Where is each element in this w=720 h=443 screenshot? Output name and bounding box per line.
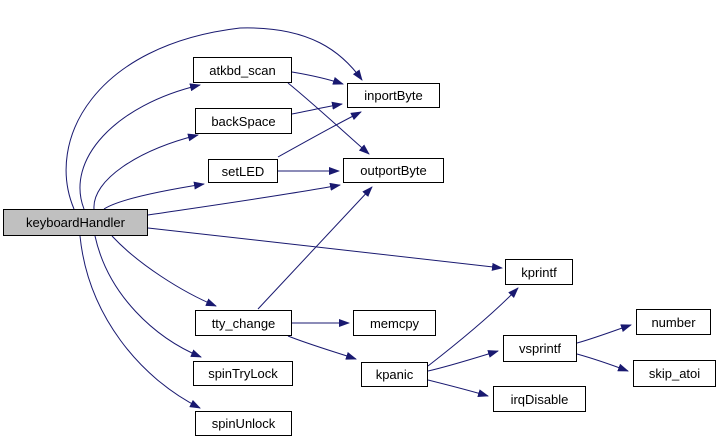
edge-keyboardHandler-spinTryLock [94, 235, 202, 358]
node-tty_change[interactable]: tty_change [195, 310, 292, 336]
node-label-atkbd_scan: atkbd_scan [209, 62, 276, 78]
edge-tty_change-outportByte [257, 186, 373, 310]
node-kpanic[interactable]: kpanic [361, 362, 428, 387]
node-keyboardHandler: keyboardHandler [3, 209, 148, 236]
edge-setLED-inportByte [277, 111, 362, 158]
node-setLED[interactable]: setLED [208, 159, 278, 183]
node-atkbd_scan[interactable]: atkbd_scan [193, 57, 292, 83]
edge-atkbd_scan-inportByte [291, 71, 344, 85]
node-inportByte[interactable]: inportByte [347, 83, 440, 108]
node-kprintf[interactable]: kprintf [505, 259, 573, 285]
node-label-kpanic: kpanic [375, 367, 414, 382]
edge-keyboardHandler-outportByte [147, 182, 341, 216]
node-label-backSpace: backSpace [211, 113, 276, 129]
edge-kpanic-vsprintf [427, 350, 499, 372]
node-label-setLED: setLED [221, 163, 265, 179]
edge-keyboardHandler-setLED [103, 181, 205, 210]
node-memcpy[interactable]: memcpy [353, 310, 436, 336]
node-label-irqDisable: irqDisable [510, 391, 569, 407]
node-skip_atoi[interactable]: skip_atoi [633, 360, 716, 387]
node-label-spinTryLock: spinTryLock [208, 366, 278, 381]
edge-tty_change-kpanic [287, 335, 357, 360]
edge-kpanic-kprintf [427, 287, 519, 367]
edge-keyboardHandler-kprintf [147, 227, 503, 271]
node-spinUnlock[interactable]: spinUnlock [195, 411, 292, 436]
node-number[interactable]: number [636, 309, 711, 335]
node-spinTryLock[interactable]: spinTryLock [193, 361, 293, 386]
node-vsprintf[interactable]: vsprintf [503, 335, 577, 362]
node-backSpace[interactable]: backSpace [195, 108, 292, 134]
node-label-tty_change: tty_change [211, 315, 276, 331]
edge-vsprintf-number [576, 324, 632, 344]
node-label-inportByte: inportByte [364, 88, 423, 103]
node-label-vsprintf: vsprintf [519, 341, 561, 356]
node-label-outportByte: outportByte [360, 163, 427, 178]
edge-keyboardHandler-tty_change [111, 235, 217, 307]
edge-backSpace-inportByte [291, 101, 343, 115]
node-outportByte[interactable]: outportByte [343, 158, 444, 183]
node-irqDisable[interactable]: irqDisable [493, 386, 586, 412]
node-label-skip_atoi: skip_atoi [648, 366, 701, 381]
edge-keyboardHandler-backSpace [93, 133, 199, 210]
node-label-number: number [651, 314, 696, 330]
edge-kpanic-irqDisable [427, 379, 489, 397]
edge-keyboardHandler-spinUnlock [79, 235, 201, 409]
edge-keyboardHandler-inportByte [65, 27, 363, 210]
node-label-spinUnlock: spinUnlock [211, 416, 276, 431]
node-label-keyboardHandler: keyboardHandler [25, 215, 125, 230]
edge-vsprintf-skip_atoi [576, 353, 629, 372]
node-label-kprintf: kprintf [521, 264, 557, 280]
node-label-memcpy: memcpy [369, 315, 420, 331]
edges-group [65, 27, 632, 409]
edge-keyboardHandler-atkbd_scan [79, 83, 201, 210]
edge-atkbd_scan-outportByte [287, 82, 370, 155]
